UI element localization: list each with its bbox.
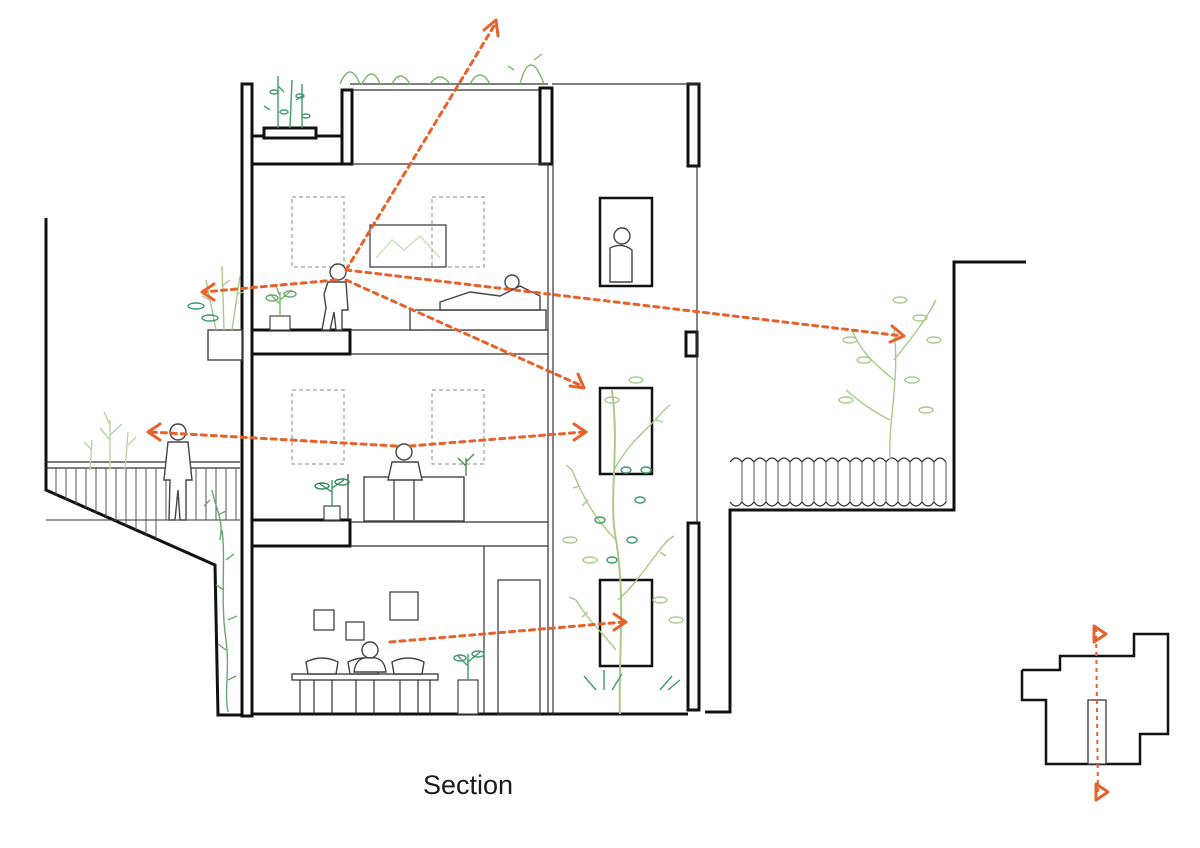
arrow-head [572, 422, 588, 442]
sight-line-mid-left [148, 430, 398, 448]
sight-line-to-lightwell [344, 278, 584, 388]
sight-line-mid-right [408, 430, 586, 448]
person-figure-icon [353, 641, 387, 673]
left-neighbour [44, 218, 242, 717]
dining-table-icon [291, 657, 439, 714]
tree-icon [562, 376, 684, 715]
key-plan-icon [1020, 624, 1170, 802]
balcony-railing [46, 468, 240, 539]
person-figure-icon [387, 443, 423, 520]
desk-icon [347, 474, 465, 522]
arrow-head [612, 612, 628, 632]
hanging-plant-icon [203, 489, 238, 713]
arrow-head [568, 372, 586, 390]
sight-line-to-balcony [202, 278, 338, 294]
arrow-head [482, 18, 500, 38]
plant-icon [265, 285, 297, 331]
tree-icon [838, 296, 942, 461]
plant-icon [314, 453, 475, 521]
sofa-icon [409, 274, 547, 331]
person-figure-icon [609, 227, 633, 283]
sight-lines [146, 18, 906, 644]
fence-icon [729, 457, 947, 507]
diagram-title: Section [422, 770, 514, 800]
arrow-head [146, 422, 162, 442]
person-figure-icon [321, 263, 349, 331]
framed-painting-icon [369, 224, 447, 268]
balcony-planter [187, 265, 245, 361]
sight-line-to-sky [344, 24, 496, 272]
plant-icon [453, 650, 485, 715]
lightwell [562, 196, 684, 715]
person-figure-icon [163, 423, 193, 521]
plant-icon [83, 411, 137, 471]
roof-plants [263, 53, 545, 129]
sight-line-to-garden [344, 268, 904, 338]
right-neighbour [705, 260, 1026, 714]
arrow-head [200, 282, 216, 302]
arrow-head [888, 324, 906, 344]
building-section [240, 82, 701, 718]
sight-line-ground [388, 620, 626, 644]
